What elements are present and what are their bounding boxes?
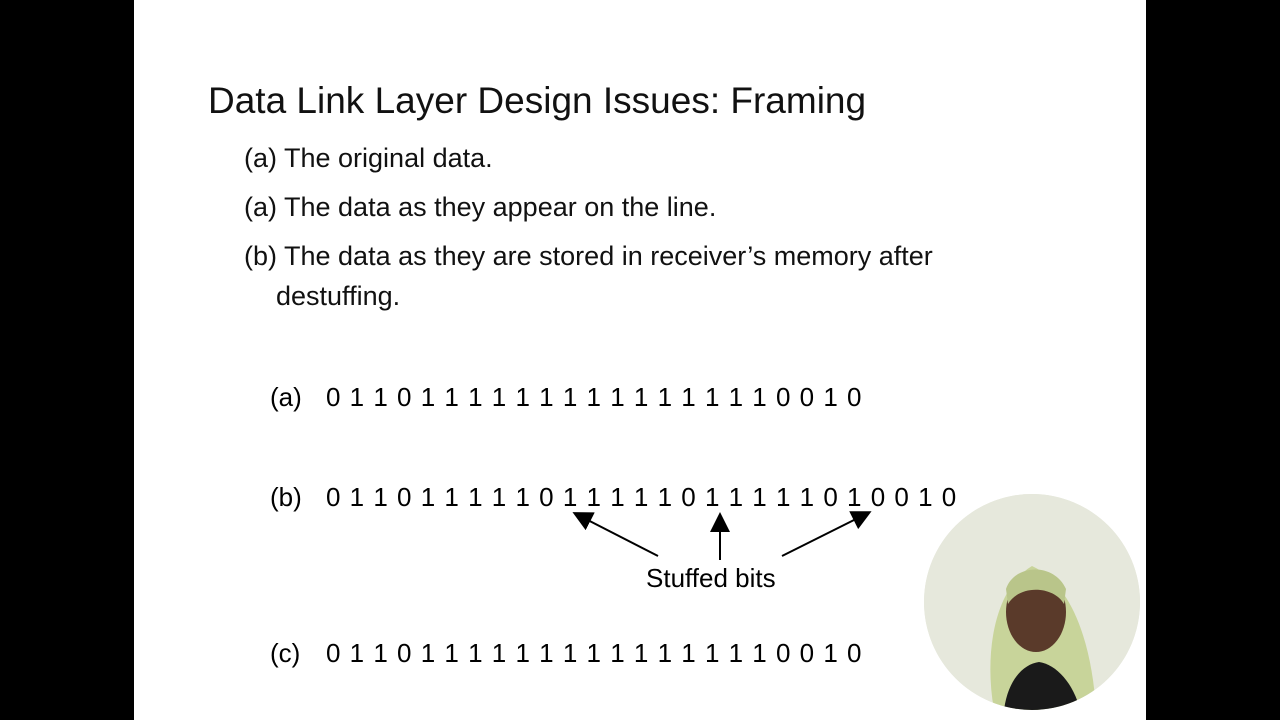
- bullet-list: (a) The original data. (a) The data as t…: [244, 138, 1124, 325]
- bit-sequence: 0 1 1 0 1 1 1 1 1 1 1 1 1 1 1 1 1 1 1 0 …: [326, 638, 862, 668]
- slide: Data Link Layer Design Issues: Framing (…: [134, 0, 1146, 720]
- presenter-avatar-icon: [924, 494, 1140, 710]
- row-label: (b): [270, 482, 302, 512]
- bit-sequence: 0 1 1 0 1 1 1 1 1 0 1 1 1 1 1 0 1 1 1 1 …: [326, 482, 957, 512]
- bullet-text: (a) The original data.: [244, 143, 493, 173]
- bit-row-a: (a) 0 1 1 0 1 1 1 1 1 1 1 1 1 1 1 1 1 1 1…: [270, 382, 862, 413]
- arrow-right: [781, 511, 872, 557]
- stuffed-bits-label: Stuffed bits: [646, 563, 776, 593]
- bit-row-b: (b) 0 1 1 0 1 1 1 1 1 0 1 1 1 1 1 0 1 1 1…: [270, 482, 956, 513]
- bullet-data-destuffed: (b) The data as they are stored in recei…: [244, 236, 1124, 316]
- bullet-original-data: (a) The original data.: [244, 138, 1124, 178]
- bit-sequence: 0 1 1 0 1 1 1 1 1 1 1 1 1 1 1 1 1 1 1 0 …: [326, 382, 862, 412]
- row-label: (a): [270, 382, 302, 412]
- bit-row-c: (c) 0 1 1 0 1 1 1 1 1 1 1 1 1 1 1 1 1 1 1…: [270, 638, 862, 669]
- bullet-text: (a) The data as they appear on the line.: [244, 192, 717, 222]
- bullet-continuation: destuffing.: [276, 281, 401, 311]
- arrow-left: [572, 512, 659, 557]
- slide-title: Data Link Layer Design Issues: Framing: [208, 80, 867, 121]
- row-label: (c): [270, 638, 301, 668]
- bullet-data-on-line: (a) The data as they appear on the line.: [244, 187, 1124, 227]
- bullet-text: (b) The data as they are stored in recei…: [244, 241, 933, 271]
- presenter-webcam: [924, 494, 1140, 710]
